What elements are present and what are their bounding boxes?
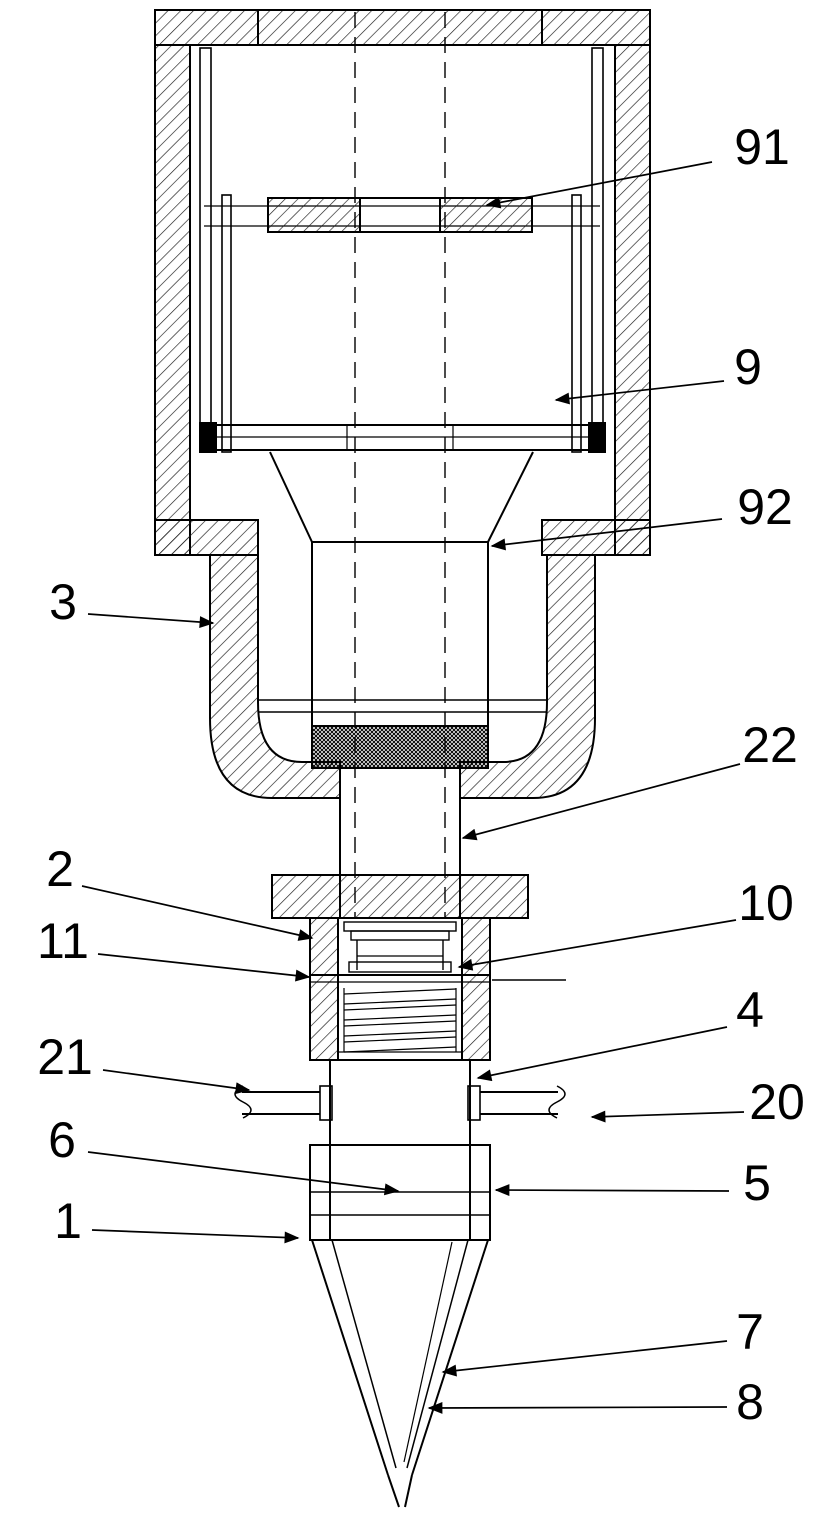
part-label-2: 2 <box>46 841 74 897</box>
part-label-22: 22 <box>742 717 798 773</box>
part-label-5: 5 <box>743 1155 771 1211</box>
top-plate-91 <box>267 197 533 233</box>
cylinder-4 <box>329 1059 471 1146</box>
part-label-92: 92 <box>737 479 793 535</box>
guide-rails <box>199 47 604 453</box>
part-label-21: 21 <box>37 1029 93 1085</box>
part-label-4: 4 <box>736 982 764 1038</box>
mesh-element <box>311 725 489 769</box>
connecting-tube-22 <box>339 762 461 875</box>
leader-lines <box>81 161 745 1414</box>
part-label-9: 9 <box>734 339 762 395</box>
part-labels: 91 9 92 3 22 2 10 11 4 21 20 6 5 1 7 8 <box>37 119 805 1430</box>
spring <box>343 988 457 1053</box>
flange <box>271 874 529 919</box>
part-label-10: 10 <box>738 875 794 931</box>
part-label-6: 6 <box>48 1112 76 1168</box>
part-label-8: 8 <box>736 1374 764 1430</box>
part-label-7: 7 <box>736 1304 764 1360</box>
pipe-20-right <box>467 1085 566 1121</box>
pipe-21-left <box>234 1085 333 1121</box>
upper-housing <box>154 9 651 556</box>
funnel-92 <box>269 451 534 726</box>
piston-assembly <box>199 422 606 453</box>
part-label-1: 1 <box>54 1193 82 1249</box>
centerlines <box>354 12 446 918</box>
nozzle-block-5 <box>309 1144 491 1241</box>
part-label-20: 20 <box>749 1074 805 1130</box>
part-label-91: 91 <box>734 119 790 175</box>
conical-tip <box>311 1239 489 1508</box>
part-label-3: 3 <box>49 574 77 630</box>
part-label-11: 11 <box>37 913 89 969</box>
valve-body-2 <box>309 917 566 1061</box>
